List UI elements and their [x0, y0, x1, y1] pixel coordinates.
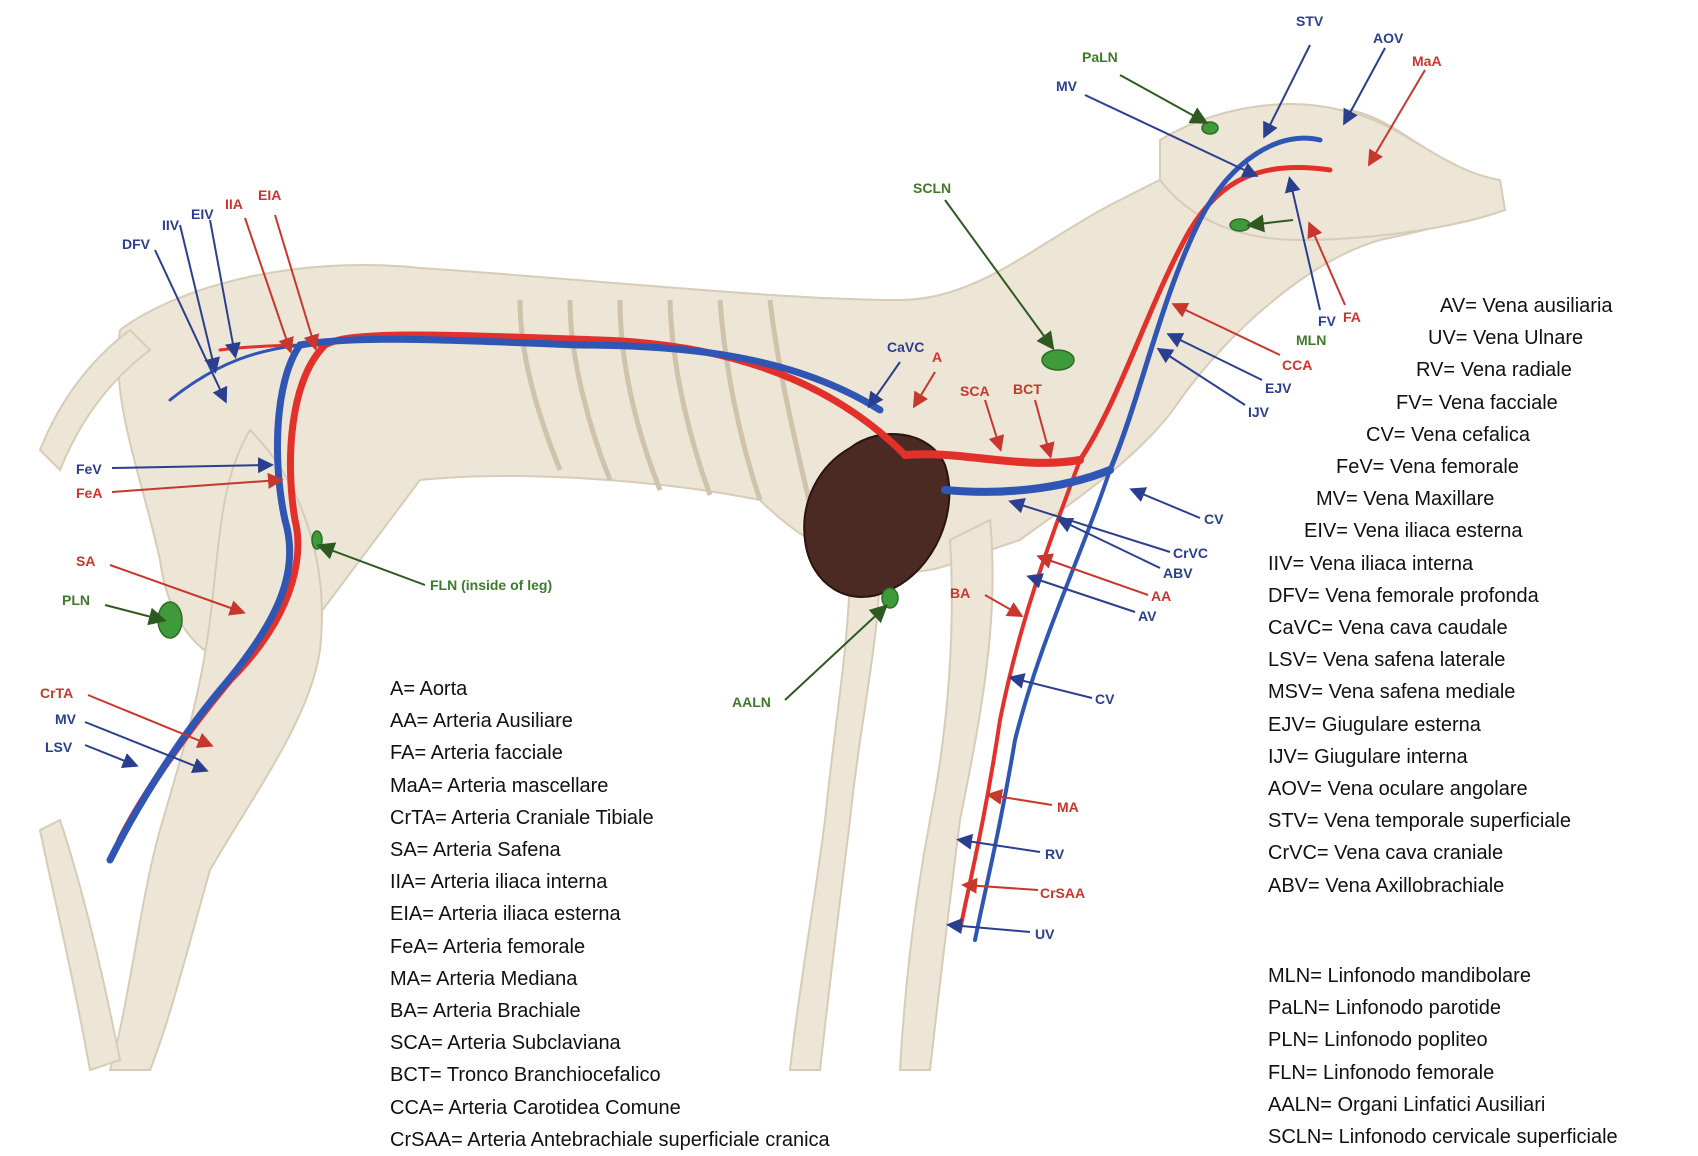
- legend-artery-item: MaA= Arteria mascellare: [390, 770, 830, 802]
- legend-vein-item: CrVC= Vena cava craniale: [1260, 837, 1680, 869]
- label-mv-head: MV: [1056, 78, 1078, 94]
- label-fln: FLN (inside of leg): [430, 577, 552, 593]
- legend-vein-item: FeV= Vena femorale: [1260, 451, 1680, 483]
- label-scln: SCLN: [913, 180, 951, 196]
- label-a: A: [932, 349, 942, 365]
- legend-vein-item: ABV= Vena Axillobrachiale: [1260, 870, 1680, 902]
- label-abv: ABV: [1163, 565, 1193, 581]
- scln-node: [1042, 350, 1074, 370]
- legend-artery-item: FeA= Arteria femorale: [390, 931, 830, 963]
- legend-vein-item: EIV= Vena iliaca esterna: [1260, 515, 1680, 547]
- legend-artery-item: BA= Arteria Brachiale: [390, 995, 830, 1027]
- label-crsaa: CrSAA: [1040, 885, 1085, 901]
- legend-vein-item: STV= Vena temporale superficiale: [1260, 805, 1680, 837]
- legend-vein-item: UV= Vena Ulnare: [1260, 322, 1680, 354]
- label-ba: BA: [950, 585, 970, 601]
- label-iia: IIA: [225, 196, 243, 212]
- label-av: AV: [1138, 608, 1157, 624]
- label-maa: MaA: [1412, 53, 1442, 69]
- legend-artery-item: CCA= Arteria Carotidea Comune: [390, 1092, 830, 1124]
- label-dfv: DFV: [122, 236, 151, 252]
- label-eiv: EIV: [191, 206, 214, 222]
- label-sa: SA: [76, 553, 95, 569]
- legend-vein-item: LSV= Vena safena laterale: [1260, 644, 1680, 676]
- legend-artery-item: MA= Arteria Mediana: [390, 963, 830, 995]
- label-cv-lower: CV: [1095, 691, 1115, 707]
- legend-vein-item: AOV= Vena oculare angolare: [1260, 773, 1680, 805]
- legend-lymph: MLN= Linfonodo mandibolare PaLN= Linfono…: [1268, 960, 1618, 1153]
- legend-lymph-item: SCLN= Linfonodo cervicale superficiale: [1268, 1121, 1618, 1153]
- label-iiv: IIV: [162, 217, 180, 233]
- paln-node: [1202, 122, 1218, 134]
- legend-vein-item: IJV= Giugulare interna: [1260, 741, 1680, 773]
- legend-arteries: A= Aorta AA= Arteria Ausiliare FA= Arter…: [390, 673, 830, 1156]
- label-fea: FeA: [76, 485, 102, 501]
- legend-artery-item: IIA= Arteria iliaca interna: [390, 866, 830, 898]
- legend-artery-item: BCT= Tronco Branchiocefalico: [390, 1059, 830, 1091]
- label-cavc: CaVC: [887, 339, 924, 355]
- label-sca: SCA: [960, 383, 990, 399]
- label-aov: AOV: [1373, 30, 1404, 46]
- legend-vein-item: IIV= Vena iliaca interna: [1260, 548, 1680, 580]
- label-crvc: CrVC: [1173, 545, 1208, 561]
- legend-lymph-item: AALN= Organi Linfatici Ausiliari: [1268, 1089, 1618, 1121]
- legend-artery-item: A= Aorta: [390, 673, 830, 705]
- legend-veins: AV= Vena ausiliaria UV= Vena Ulnare RV= …: [1260, 290, 1680, 902]
- label-mv-leg: MV: [55, 711, 77, 727]
- label-paln: PaLN: [1082, 49, 1118, 65]
- legend-vein-item: AV= Vena ausiliaria: [1260, 290, 1680, 322]
- legend-lymph-item: PLN= Linfonodo popliteo: [1268, 1024, 1618, 1056]
- legend-lymph-item: FLN= Linfonodo femorale: [1268, 1057, 1618, 1089]
- mln-node: [1230, 219, 1250, 231]
- label-eia: EIA: [258, 187, 281, 203]
- legend-vein-item: CV= Vena cefalica: [1260, 419, 1680, 451]
- label-rv: RV: [1045, 846, 1065, 862]
- label-crta: CrTA: [40, 685, 73, 701]
- label-cv-upper: CV: [1204, 511, 1224, 527]
- label-stv: STV: [1296, 13, 1324, 29]
- legend-artery-item: CrSAA= Arteria Antebrachiale superficial…: [390, 1124, 830, 1156]
- legend-lymph-item: PaLN= Linfonodo parotide: [1268, 992, 1618, 1024]
- legend-artery-item: SCA= Arteria Subclaviana: [390, 1027, 830, 1059]
- label-aa: AA: [1151, 588, 1171, 604]
- legend-lymph-item: MLN= Linfonodo mandibolare: [1268, 960, 1618, 992]
- legend-vein-item: MSV= Vena safena mediale: [1260, 676, 1680, 708]
- legend-vein-item: RV= Vena radiale: [1260, 354, 1680, 386]
- legend-vein-item: DFV= Vena femorale profonda: [1260, 580, 1680, 612]
- aaln-node: [882, 588, 898, 608]
- label-ma: MA: [1057, 799, 1079, 815]
- legend-vein-item: FV= Vena facciale: [1260, 387, 1680, 419]
- label-lsv: LSV: [45, 739, 73, 755]
- legend-vein-item: MV= Vena Maxillare: [1260, 483, 1680, 515]
- legend-vein-item: EJV= Giugulare esterna: [1260, 709, 1680, 741]
- legend-artery-item: CrTA= Arteria Craniale Tibiale: [390, 802, 830, 834]
- label-bct: BCT: [1013, 381, 1042, 397]
- legend-artery-item: SA= Arteria Safena: [390, 834, 830, 866]
- legend-artery-item: EIA= Arteria iliaca esterna: [390, 898, 830, 930]
- label-fev: FeV: [76, 461, 102, 477]
- label-pln: PLN: [62, 592, 90, 608]
- legend-artery-item: AA= Arteria Ausiliare: [390, 705, 830, 737]
- legend-vein-item: CaVC= Vena cava caudale: [1260, 612, 1680, 644]
- legend-artery-item: FA= Arteria facciale: [390, 737, 830, 769]
- label-uv: UV: [1035, 926, 1055, 942]
